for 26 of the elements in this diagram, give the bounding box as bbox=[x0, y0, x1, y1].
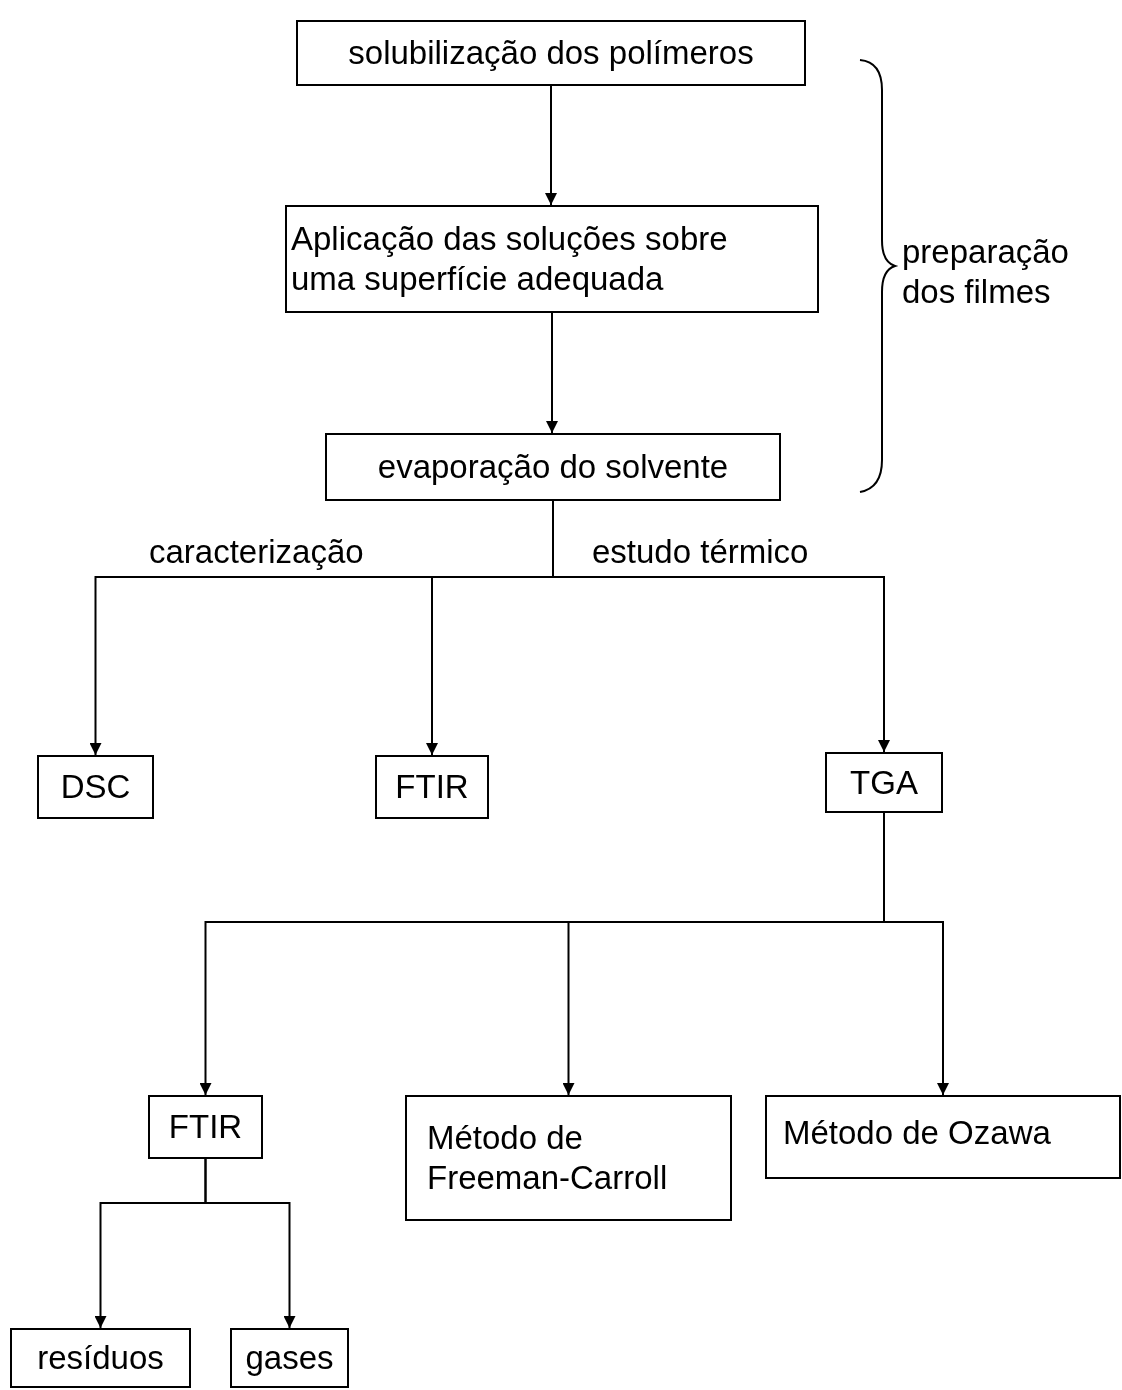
process-box bbox=[37, 755, 154, 819]
box-text: Método de Ozawa bbox=[783, 1113, 1051, 1153]
box-text: FTIR bbox=[395, 767, 469, 807]
arrow bbox=[546, 312, 558, 434]
process-box bbox=[405, 1095, 732, 1221]
process-box bbox=[296, 20, 806, 86]
process-box bbox=[230, 1328, 349, 1388]
process-box bbox=[10, 1328, 191, 1388]
box-text: TGA bbox=[850, 762, 918, 803]
box-text: DSC bbox=[60, 767, 131, 807]
box-text: solubilização dos polímeros bbox=[348, 33, 754, 73]
process-box bbox=[825, 752, 943, 813]
box-text: Método de Freeman-Carroll bbox=[427, 1118, 669, 1198]
arrow bbox=[204, 1158, 296, 1329]
arrow bbox=[883, 812, 949, 1096]
box-text: Aplicação das soluções sobre uma superfície adequada bbox=[291, 219, 729, 299]
process-box bbox=[148, 1095, 263, 1159]
process-box bbox=[375, 755, 489, 819]
process-box bbox=[325, 433, 781, 501]
box-text: gases bbox=[245, 1338, 334, 1378]
box-text: FTIR bbox=[168, 1107, 243, 1147]
box-text: evaporação do solvente bbox=[377, 447, 729, 487]
arrow bbox=[545, 85, 557, 206]
process-box bbox=[285, 205, 819, 313]
box-text: resíduos bbox=[37, 1338, 164, 1378]
process-box bbox=[765, 1095, 1121, 1179]
